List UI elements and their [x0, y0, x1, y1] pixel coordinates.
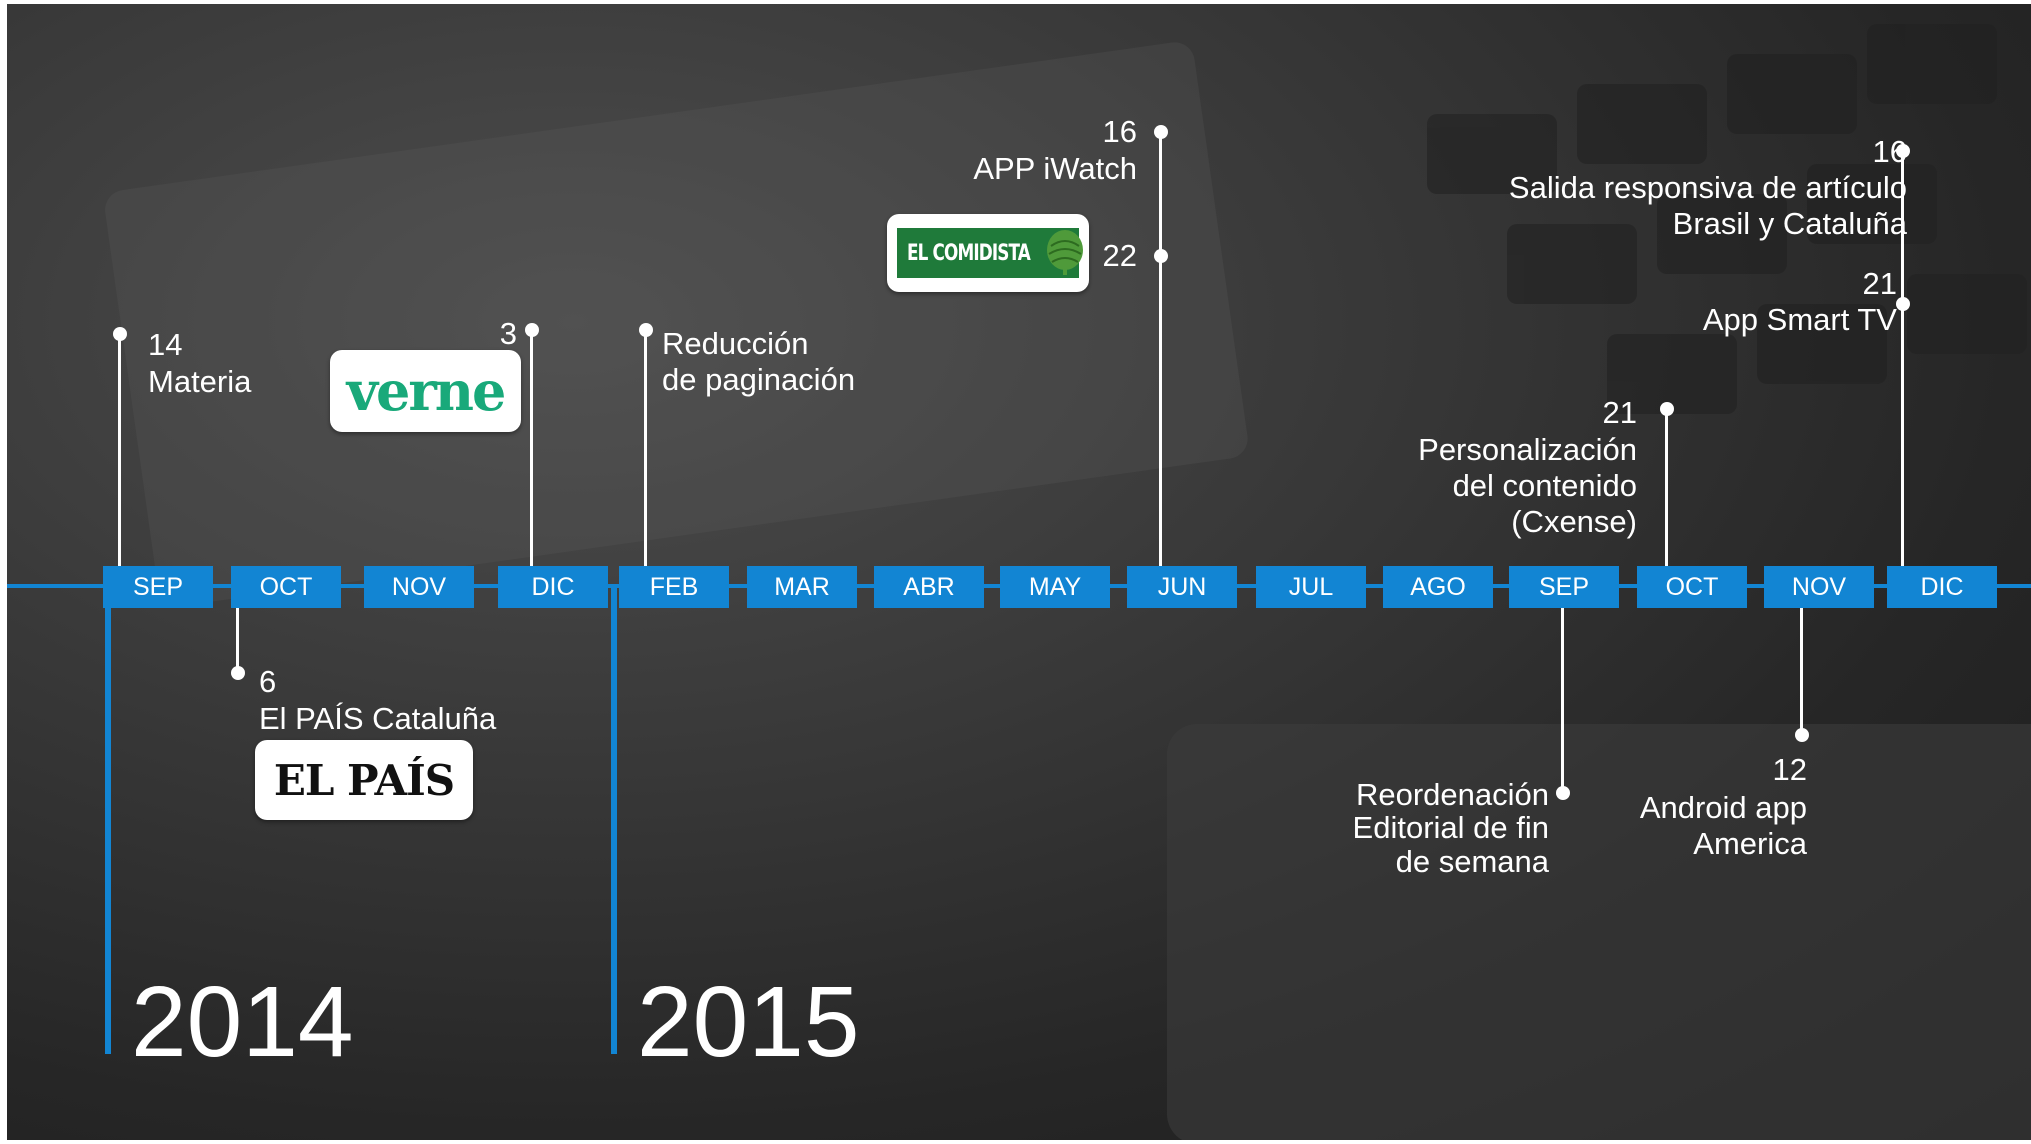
event-label-responsiva-1: Salida responsiva de artículo	[1508, 170, 1907, 205]
event-label-paginacion-2: de paginación	[662, 362, 856, 397]
elpais-logo: EL PAÍS	[255, 740, 473, 820]
event-label-catalunya: El PAÍS Cataluña	[259, 701, 497, 736]
background-photo: 2014 2015 SEP OCT NOV DIC FEB MAR ABR MA…	[7, 4, 2031, 1140]
month-nov-2014: NOV	[364, 566, 474, 608]
event-label-cxense-1: Personalización	[1418, 432, 1637, 467]
event-day-cxense: 21	[1602, 395, 1637, 430]
month-mar-2015: MAR	[747, 566, 857, 608]
month-may-2015: MAY	[1000, 566, 1110, 608]
event-label-reordenacion-1: Reordenación	[1355, 777, 1549, 812]
event-label-reordenacion-2: Editorial de fin	[1352, 810, 1549, 845]
month-ago-2015: AGO	[1383, 566, 1493, 608]
event-label-materia: Materia	[148, 364, 252, 399]
month-abr-2015: ABR	[874, 566, 984, 608]
month-oct-2015: OCT	[1637, 566, 1747, 608]
event-line-android	[1800, 608, 1803, 734]
event-line-iwatch	[1159, 132, 1162, 566]
event-day-smarttv: 21	[1862, 266, 1897, 301]
comidista-logo: EL COMIDISTA	[887, 214, 1089, 292]
event-line-cxense	[1665, 409, 1668, 566]
month-dic-2014: DIC	[498, 566, 608, 608]
event-day-android: 12	[1772, 752, 1807, 787]
verne-logo: verne	[330, 350, 521, 432]
keyboard-decoration	[105, 24, 2031, 1140]
month-jul-2015: JUL	[1256, 566, 1366, 608]
year-2014-label: 2014	[131, 966, 354, 1078]
month-sep-2015: SEP	[1509, 566, 1619, 608]
event-day-comidista: 22	[1102, 238, 1137, 273]
event-label-smarttv: App Smart TV	[1702, 302, 1897, 337]
event-label-android-2: America	[1693, 826, 1807, 861]
year-2015-label: 2015	[637, 966, 860, 1078]
event-dot-catalunya	[231, 666, 245, 680]
event-label-reordenacion-3: de semana	[1395, 844, 1549, 879]
month-dic-2015: DIC	[1887, 566, 1997, 608]
event-day-iwatch: 16	[1102, 114, 1137, 149]
year-2014-bar	[105, 586, 111, 1054]
month-feb-2015: FEB	[619, 566, 729, 608]
event-label-android-1: Android app	[1639, 790, 1807, 825]
event-label-responsiva-2: Brasil y Cataluña	[1672, 206, 1907, 241]
month-sep-2014: SEP	[103, 566, 213, 608]
year-2015-bar	[611, 586, 617, 1054]
event-line-catalunya	[236, 608, 239, 672]
event-line-verne	[530, 330, 533, 566]
event-dot-android	[1795, 728, 1809, 742]
comidista-logo-text: EL COMIDISTA	[907, 240, 1031, 266]
event-day-verne: 3	[499, 316, 517, 351]
month-oct-2014: OCT	[231, 566, 341, 608]
event-line-materia	[118, 334, 121, 566]
event-label-cxense-2: del contenido	[1452, 468, 1637, 503]
event-label-iwatch: APP iWatch	[973, 151, 1137, 186]
event-line-responsiva	[1901, 151, 1904, 566]
event-line-paginacion	[644, 330, 647, 566]
event-label-cxense-3: (Cxense)	[1511, 504, 1637, 539]
event-day-catalunya: 6	[259, 664, 277, 699]
comidista-logo-box: EL COMIDISTA	[897, 228, 1083, 278]
event-label-paginacion-1: Reducción	[662, 326, 809, 361]
verne-logo-text: verne	[346, 359, 507, 423]
event-dot-reordenacion	[1556, 786, 1570, 800]
event-line-reordenacion	[1561, 608, 1564, 792]
event-dot-smarttv	[1896, 297, 1910, 311]
elpais-logo-text: EL PAÍS	[273, 755, 455, 805]
artichoke-icon	[1047, 230, 1083, 275]
event-day-responsiva: 16	[1872, 134, 1907, 169]
event-day-materia: 14	[148, 327, 183, 362]
month-nov-2015: NOV	[1764, 566, 1874, 608]
month-jun-2015: JUN	[1127, 566, 1237, 608]
event-dot-comidista	[1154, 249, 1168, 263]
